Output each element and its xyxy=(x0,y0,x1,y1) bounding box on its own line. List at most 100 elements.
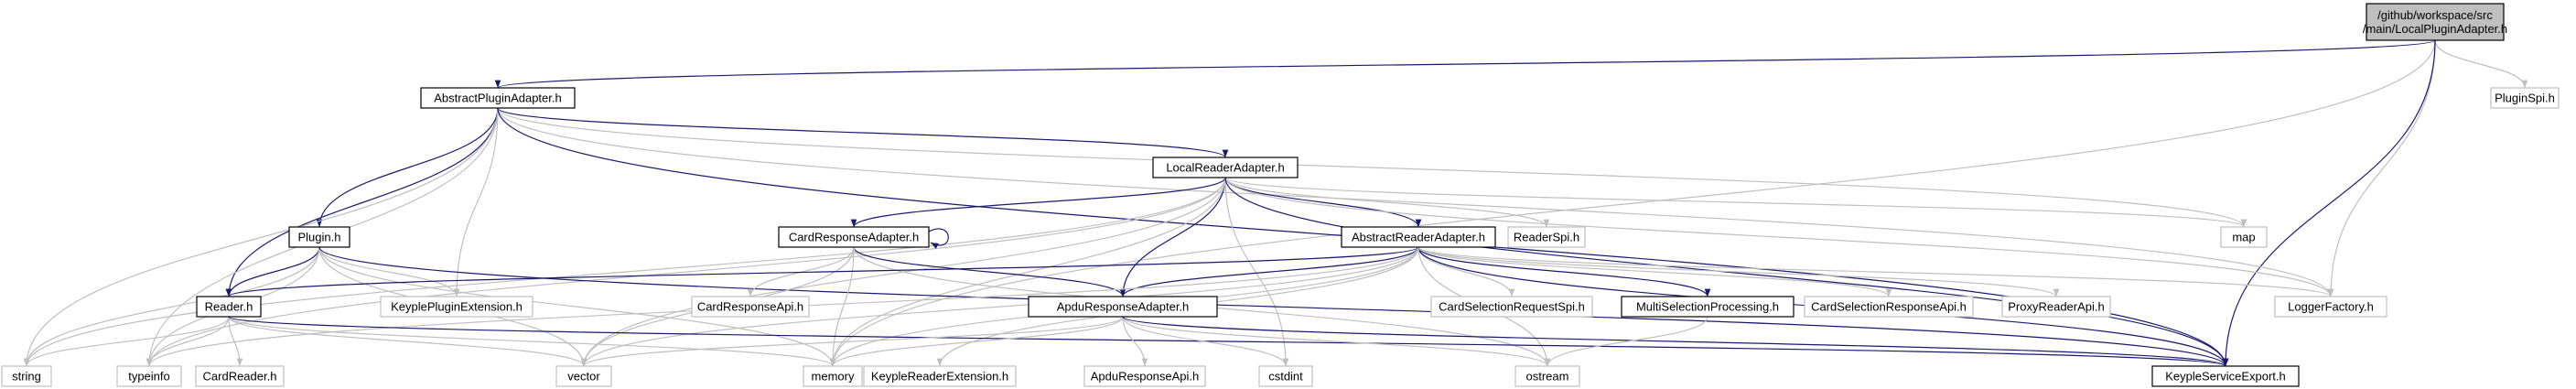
node-logger-box xyxy=(2274,296,2387,318)
edge-lra-to-apduadapter xyxy=(1119,177,1226,297)
node-cardreader-box xyxy=(195,365,285,387)
node-reader[interactable]: Reader.h xyxy=(196,296,262,318)
node-memory: memory xyxy=(803,365,863,387)
node-vector: vector xyxy=(555,365,612,387)
node-plugin[interactable]: Plugin.h xyxy=(288,226,350,248)
node-typeinfo-label: typeinfo xyxy=(128,370,170,384)
edge-ara-to-csreqspi xyxy=(1417,246,1515,297)
node-pluginspi: PluginSpi.h xyxy=(2490,87,2560,109)
node-layer: /github/workspace/src/main/LocalPluginAd… xyxy=(1,3,2560,387)
edge-apa-to-map xyxy=(497,107,2247,228)
edge-root-to-kse xyxy=(2222,39,2436,367)
node-map-box xyxy=(2220,226,2268,248)
node-reader-label: Reader.h xyxy=(205,300,253,314)
edge-plugin-to-kpe xyxy=(318,246,460,297)
node-plugin-label: Plugin.h xyxy=(298,231,341,244)
edge-root-to-logger xyxy=(2327,39,2436,297)
node-lra-box xyxy=(1152,157,1299,178)
node-ara-box xyxy=(1341,226,1496,248)
node-lra[interactable]: LocalReaderAdapter.h xyxy=(1152,157,1299,178)
node-proxy-box xyxy=(2001,296,2111,318)
node-cardreader-label: CardReader.h xyxy=(203,370,277,384)
node-plugin-box xyxy=(288,226,350,248)
node-csreqspi-label: CardSelectionRequestSpi.h xyxy=(1439,300,1585,314)
node-proxy: ProxyReaderApi.h xyxy=(2001,296,2111,318)
node-kpe-box xyxy=(380,296,534,318)
edge-ara-to-logger xyxy=(1417,246,2334,297)
edge-lra-to-cra xyxy=(850,177,1226,228)
node-csreqspi: CardSelectionRequestSpi.h xyxy=(1430,296,1593,318)
node-cra-box xyxy=(778,226,930,248)
edge-lra-to-string xyxy=(23,177,1226,367)
node-msp[interactable]: MultiSelectionProcessing.h xyxy=(1621,296,1795,318)
node-crapi-box xyxy=(691,296,810,318)
node-apduadapter[interactable]: ApduResponseAdapter.h xyxy=(1028,296,1218,318)
node-cstdint-box xyxy=(1258,365,1313,387)
edge-ara-to-proxy xyxy=(1417,246,2060,297)
edge-cra-to-apduadapter xyxy=(853,246,1126,297)
node-kse-box xyxy=(2151,365,2300,387)
edge-lra-to-readerspi xyxy=(1224,177,1550,228)
edge-root-to-memory xyxy=(829,39,2436,367)
node-root: /github/workspace/src/main/LocalPluginAd… xyxy=(2363,3,2507,41)
edge-apa-to-kpe xyxy=(453,107,499,297)
node-string-label: string xyxy=(12,370,41,384)
node-typeinfo: typeinfo xyxy=(116,365,182,387)
node-kre: KeypleReaderExtension.h xyxy=(863,365,1017,387)
edge-reader-to-cardreader xyxy=(228,316,243,367)
edge-ara-to-msp xyxy=(1417,246,1711,297)
node-kre-box xyxy=(863,365,1017,387)
edge-ara-to-vector xyxy=(580,246,1419,367)
edge-apa-to-reader xyxy=(225,107,499,297)
node-msp-label: MultiSelectionProcessing.h xyxy=(1636,300,1779,314)
node-apduapi: ApduResponseApi.h xyxy=(1083,365,1206,387)
node-lra-label: LocalReaderAdapter.h xyxy=(1166,161,1284,175)
edge-layer xyxy=(23,39,2528,367)
edge-apduadapter-to-memory xyxy=(829,316,1124,367)
edge-plugin-to-string xyxy=(23,246,320,367)
edge-lra-to-logger xyxy=(1224,177,2334,297)
node-csrapi-box xyxy=(1804,296,1974,318)
node-apduapi-label: ApduResponseApi.h xyxy=(1091,370,1200,384)
node-root-label: /github/workspace/src xyxy=(2377,8,2493,22)
node-ostream-box xyxy=(1514,365,1580,387)
node-ara[interactable]: AbstractReaderAdapter.h xyxy=(1341,226,1496,248)
node-csreqspi-box xyxy=(1430,296,1593,318)
node-typeinfo-box xyxy=(116,365,182,387)
node-readerspi-label: ReaderSpi.h xyxy=(1514,231,1579,244)
edge-lra-to-map xyxy=(1224,177,2247,228)
node-ostream: ostream xyxy=(1514,365,1580,387)
node-root-box xyxy=(2366,3,2505,41)
edge-apa-to-plugin xyxy=(316,107,499,228)
edge-plugin-to-kse xyxy=(318,246,2229,367)
edge-reader-to-typeinfo xyxy=(146,316,230,367)
node-kse-label: KeypleServiceExport.h xyxy=(2165,370,2286,384)
node-reader-box xyxy=(196,296,262,318)
edge-cra-to-memory xyxy=(829,246,855,367)
edge-cra-to-cra xyxy=(928,228,949,249)
node-kpe: KeyplePluginExtension.h xyxy=(380,296,534,318)
node-kse[interactable]: KeypleServiceExport.h xyxy=(2151,365,2300,387)
edge-root-to-apa xyxy=(495,39,2436,89)
node-vector-label: vector xyxy=(567,370,600,384)
node-cra[interactable]: CardResponseAdapter.h xyxy=(778,226,930,248)
edge-apduadapter-to-vector xyxy=(580,316,1124,367)
node-string: string xyxy=(1,365,52,387)
node-string-box xyxy=(1,365,52,387)
node-memory-box xyxy=(803,365,863,387)
edge-lra-to-typeinfo xyxy=(146,177,1226,367)
edge-plugin-to-reader xyxy=(225,246,320,297)
node-apduadapter-box xyxy=(1028,296,1218,318)
node-readerspi-box xyxy=(1507,226,1586,248)
edge-reader-to-memory xyxy=(228,316,836,367)
node-crapi: CardResponseApi.h xyxy=(691,296,810,318)
node-logger: LoggerFactory.h xyxy=(2274,296,2387,318)
node-apa[interactable]: AbstractPluginAdapter.h xyxy=(420,87,576,109)
edge-apa-to-string xyxy=(23,107,499,367)
edge-lra-to-cstdint xyxy=(1224,177,1289,367)
edge-reader-to-kse xyxy=(228,316,2228,367)
edge-apa-to-logger xyxy=(497,107,2334,297)
edge-ara-to-csrapi xyxy=(1417,246,1892,297)
node-root-label: /main/LocalPluginAdapter.h xyxy=(2363,22,2507,36)
node-crapi-label: CardResponseApi.h xyxy=(697,300,803,314)
